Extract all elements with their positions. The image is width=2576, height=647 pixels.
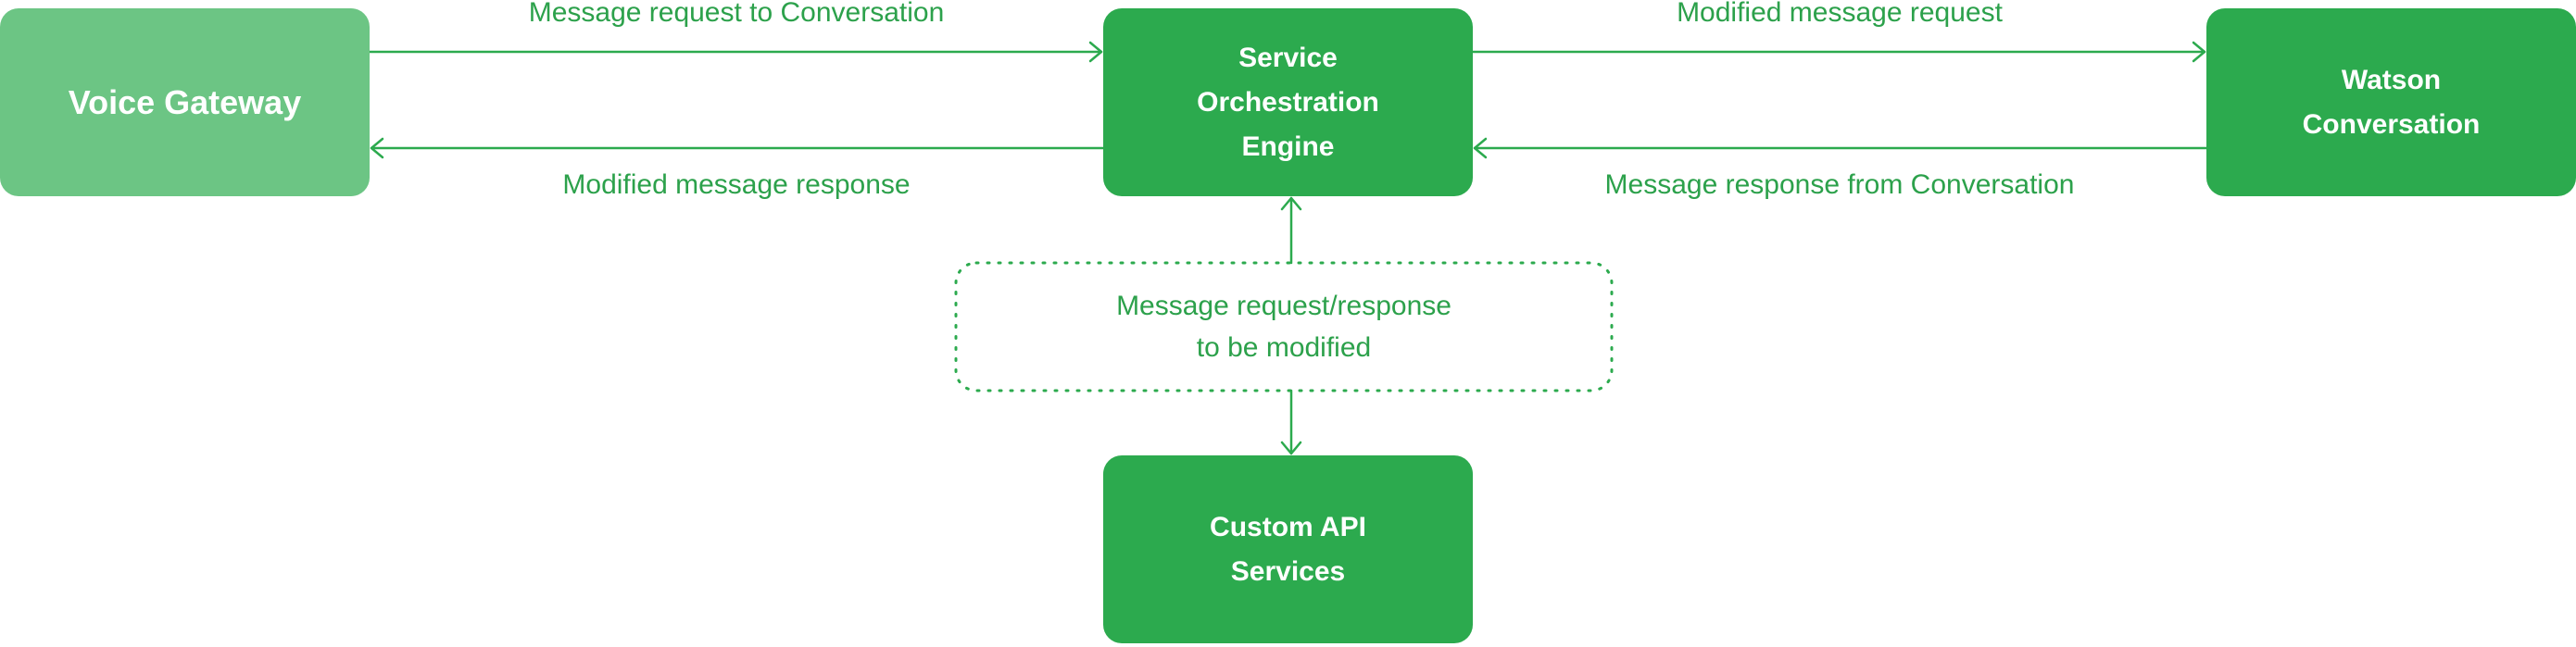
message-to-modify-label: Message request/response to be modified [1116,291,1451,363]
watson-conversation-label: Watson Conversation [2302,64,2481,140]
arrow-modified-response [370,137,1105,159]
custom-api-services-label: Custom API Services [1210,511,1366,587]
arrow-request-to-conversation [368,41,1103,63]
service-orchestration-engine-node: Service Orchestration Engine [1103,8,1473,196]
edge-label-request-to-conversation: Message request to Conversation [528,0,945,28]
edge-label-modified-request: Modified message request [1677,0,2003,28]
arrow-response-from-conversation [1473,137,2208,159]
custom-api-services-node: Custom API Services [1103,455,1473,643]
voice-gateway-node: Voice Gateway [0,8,370,196]
watson-conversation-node: Watson Conversation [2206,8,2576,196]
edge-label-modified-response: Modified message response [562,169,911,200]
service-orchestration-engine-label: Service Orchestration Engine [1197,42,1379,162]
voice-gateway-label: Voice Gateway [68,82,302,121]
arrow-up-to-engine [1280,196,1302,265]
dotted-box [954,261,1614,392]
arrow-modified-request [1471,41,2206,63]
arrow-down-to-custom-api [1280,389,1302,455]
edge-label-response-from-conversation: Message response from Conversation [1604,169,2075,200]
